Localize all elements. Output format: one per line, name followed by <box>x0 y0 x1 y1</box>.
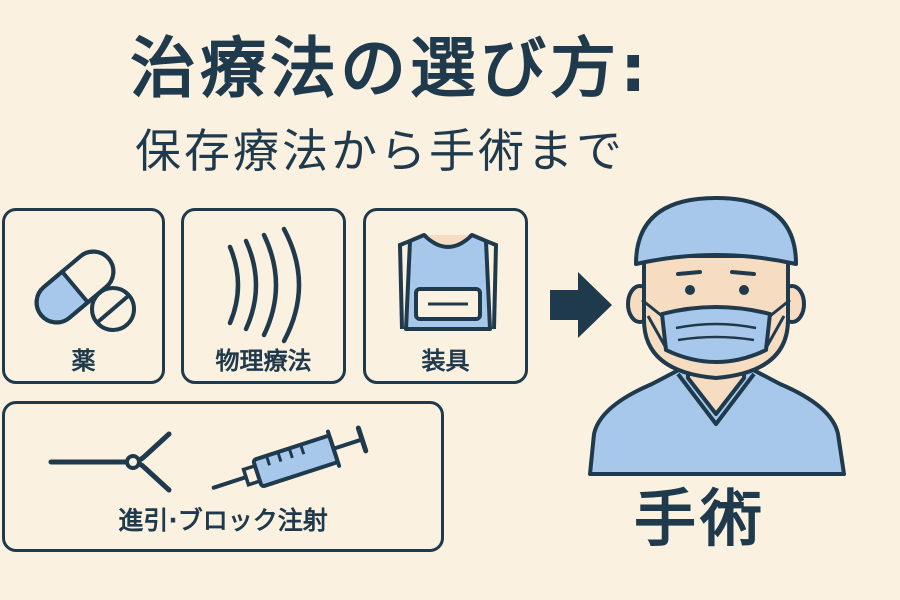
card-brace-label: 装具 <box>421 347 470 375</box>
card-medicine-label: 薬 <box>71 347 96 375</box>
arrow-right-icon <box>550 272 612 338</box>
page-title: 治療法の選び方: <box>130 30 651 107</box>
surgery-label: 手術 <box>633 482 766 555</box>
card-physical-therapy-label: 物理療法 <box>215 347 312 375</box>
card-injection: 進引·ブロック注射 <box>2 401 444 552</box>
surgeon-icon <box>588 196 846 476</box>
card-injection-label: 進引·ブロック注射 <box>118 506 328 535</box>
card-brace: 装具 <box>363 208 528 384</box>
card-physical-therapy: 物理療法 <box>181 208 346 384</box>
page-subtitle: 保存療法から手術まで <box>135 124 625 178</box>
waves-icon <box>227 226 302 344</box>
brace-icon <box>397 233 499 331</box>
card-medicine: 薬 <box>2 208 165 384</box>
pill-icon <box>34 249 136 332</box>
